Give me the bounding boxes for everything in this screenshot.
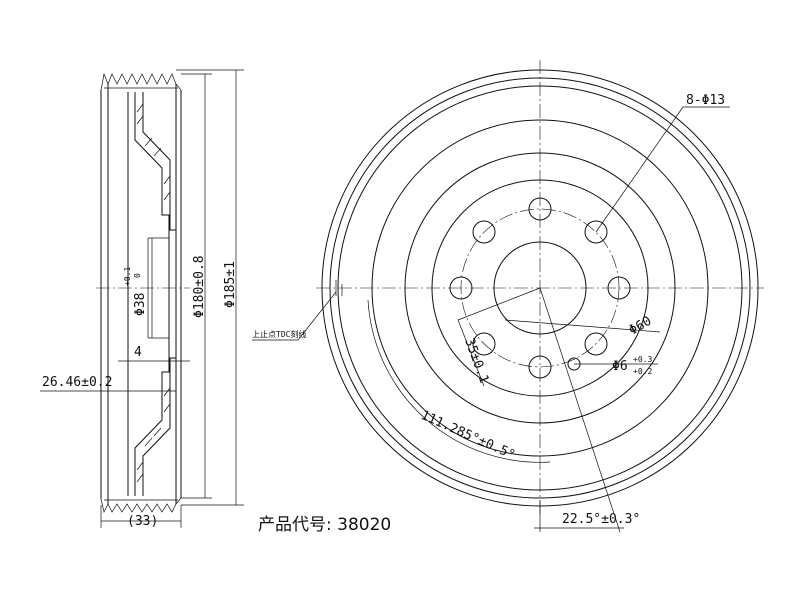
- bolt-hole: [472, 220, 496, 244]
- dim-bore-tol-lower: 0: [133, 273, 142, 278]
- dim-angle-111: 111.285°±0.5°: [418, 408, 517, 463]
- product-code: 产品代号: 38020: [258, 515, 391, 535]
- dim-dia-185: Φ185±1: [223, 261, 238, 308]
- pulley-groove-top: [100, 72, 182, 91]
- holes-label: 8-Φ13: [686, 93, 725, 108]
- pulley-groove-bottom: [100, 497, 182, 514]
- tdc-label: 上止点TDC刻线: [252, 329, 306, 339]
- front-view: 8-Φ13 Φ60 35±0.1 Φ6 +0.3 +0.2 111.285°±0…: [316, 60, 764, 533]
- web-profile-inner: [142, 92, 177, 496]
- web-profile-outer: [134, 92, 170, 496]
- section-hatch: [136, 103, 171, 483]
- dim-35: 35±0.1: [461, 336, 491, 385]
- dim-bore-38: Φ38: [133, 293, 148, 316]
- bolt-hole: [472, 332, 496, 356]
- bolt-hole: [584, 220, 608, 244]
- dim-dia-60: Φ60: [627, 314, 655, 339]
- dim-width-33: (33): [127, 514, 158, 529]
- dim-flange-4: 4: [134, 345, 142, 360]
- small-hole-tol-upper: +0.3: [633, 355, 652, 364]
- dim-angle-22: 22.5°±0.3°: [562, 512, 640, 527]
- side-section-view: (33) 26.46±0.2 Φ38 +0.1 0 4 Φ180±0.8 Φ18…: [40, 69, 337, 529]
- dim-bore-tol-upper: +0.1: [123, 267, 132, 286]
- bolt-hole: [584, 332, 608, 356]
- dim-small-hole: Φ6: [612, 359, 628, 374]
- dim-offset: 26.46±0.2: [42, 375, 112, 390]
- small-hole-tol-lower: +0.2: [633, 367, 652, 376]
- dim-dia-180: Φ180±0.8: [192, 255, 207, 318]
